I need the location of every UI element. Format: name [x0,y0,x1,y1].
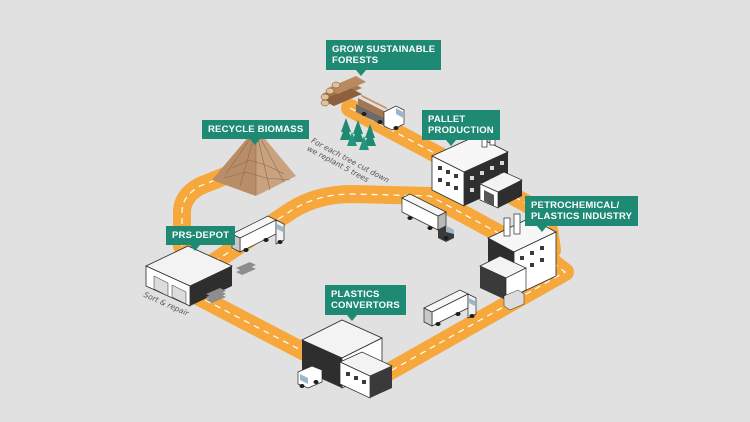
callout-convertors-line2: CONVERTORS [331,300,400,311]
callout-prs-depot-label: PRS-DEPOT [172,230,230,241]
callout-grow-forests: GROW SUSTAINABLE FORESTS [326,40,442,76]
biomass-road [173,157,259,255]
truck-at-convertors [297,365,323,389]
callout-prs-depot: PRS-DEPOT [166,226,236,251]
callout-petrochemical-line1: PETROCHEMICAL/ [531,200,620,211]
callout-petrochemical-line2: PLASTICS INDUSTRY [531,211,633,222]
biomass-pile [212,128,296,196]
callout-plastics-convertors: PLASTICS CONVERTORS [325,285,406,321]
callout-pallet-production: PALLET PRODUCTION [422,110,500,146]
plastics-convertors-plant [301,319,393,399]
log-truck [356,94,405,131]
pallet-stack [206,262,256,303]
callout-pallet-line2: PRODUCTION [428,125,494,136]
callout-recycle-biomass-label: RECYCLE BIOMASS [208,124,304,135]
callout-pallet-line1: PALLET [428,114,466,125]
callout-recycle-biomass: RECYCLE BIOMASS [202,120,310,145]
callout-grow-forests-line1: GROW SUSTAINABLE [332,44,436,55]
callout-convertors-line1: PLASTICS [331,289,380,300]
truck-depot-road [231,215,285,253]
pallet-factory [431,126,523,209]
log-pile [320,76,366,107]
callout-petrochemical: PETROCHEMICAL/ PLASTICS INDUSTRY [525,196,639,232]
replanted-trees [340,118,376,150]
prs-depot [145,245,256,307]
callout-grow-forests-line2: FORESTS [332,55,379,66]
